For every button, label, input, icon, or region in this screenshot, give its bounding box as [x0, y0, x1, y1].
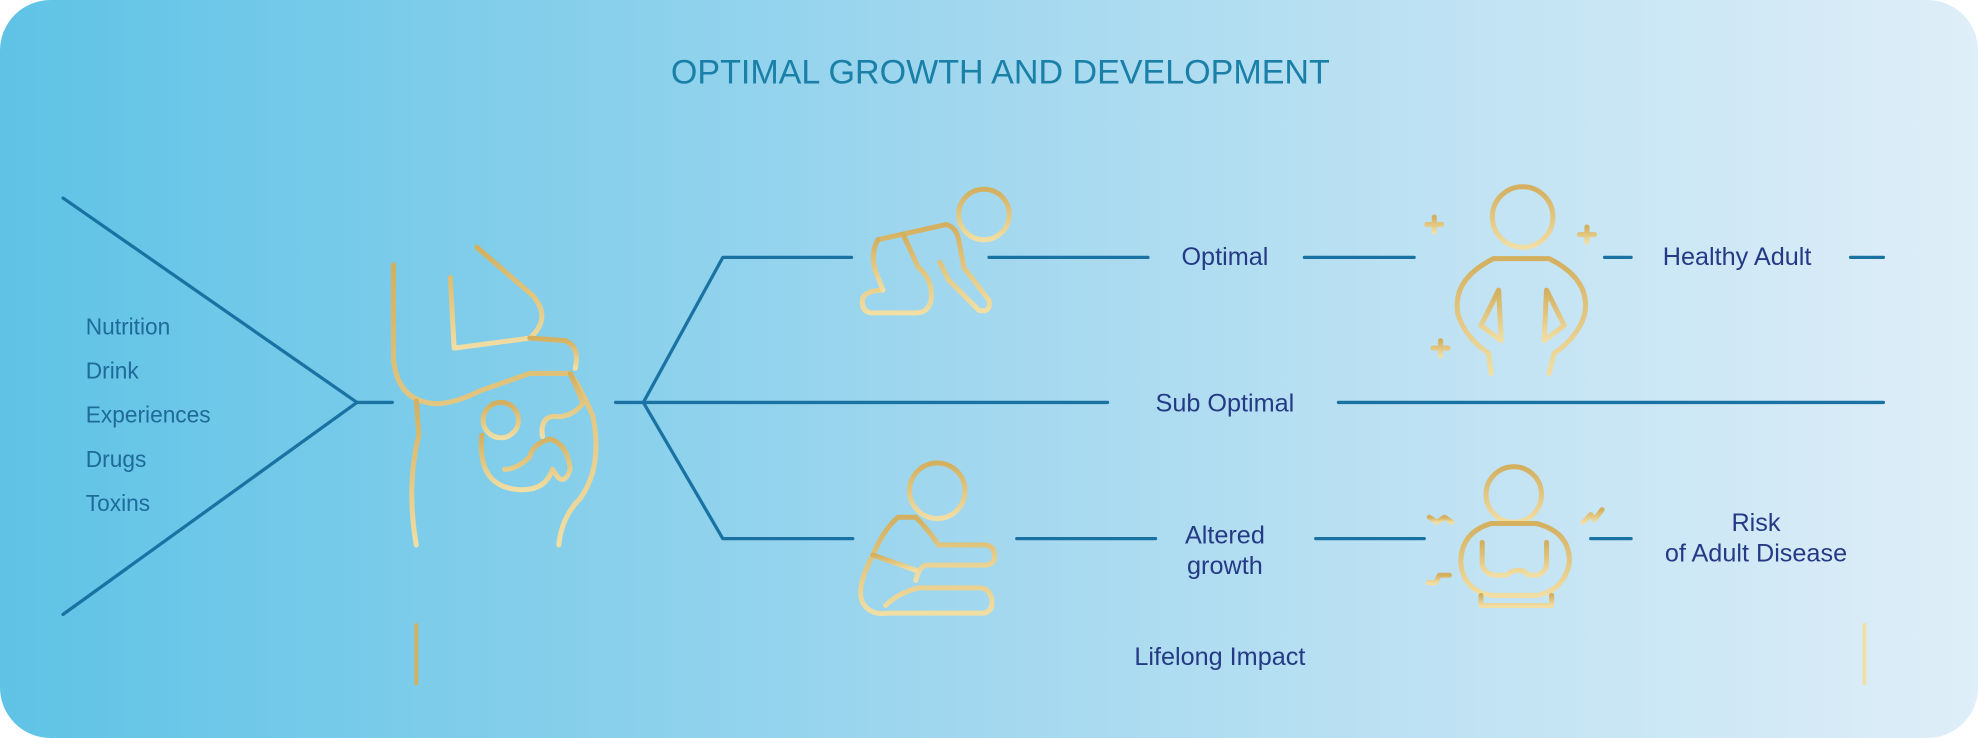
lifelong-timeline: Lifelong Impact: [412, 623, 1869, 686]
pregnant-woman-icon: [391, 244, 599, 548]
healthy-adult-icon: [1424, 184, 1598, 376]
healthy-adult-label: Healthy Adult: [1663, 243, 1812, 271]
factor-toxins: Toxins: [86, 490, 150, 516]
lifelong-impact-label: Lifelong Impact: [1134, 643, 1305, 671]
sitting-baby-icon: [858, 460, 998, 617]
crawling-baby-icon: [859, 186, 1012, 316]
altered-label-line1: Altered: [1185, 522, 1265, 550]
factor-experiences: Experiences: [86, 402, 211, 428]
sub-optimal-label: Sub Optimal: [1156, 389, 1295, 417]
factor-drugs: Drugs: [86, 446, 147, 472]
risk-label-line2: of Adult Disease: [1665, 539, 1847, 567]
branch-altered: [641, 400, 855, 541]
adult-disease-icon: [1425, 464, 1605, 609]
factor-list: Nutrition Drink Experiences Drugs Toxins: [86, 313, 211, 516]
optimal-label: Optimal: [1181, 243, 1268, 271]
factor-nutrition: Nutrition: [86, 313, 170, 339]
factor-drink: Drink: [86, 357, 140, 383]
branch-optimal: [641, 255, 854, 405]
page-title: OPTIMAL GROWTH AND DEVELOPMENT: [671, 53, 1330, 91]
altered-label-line2: growth: [1187, 552, 1263, 580]
risk-label-line1: Risk: [1731, 509, 1780, 537]
